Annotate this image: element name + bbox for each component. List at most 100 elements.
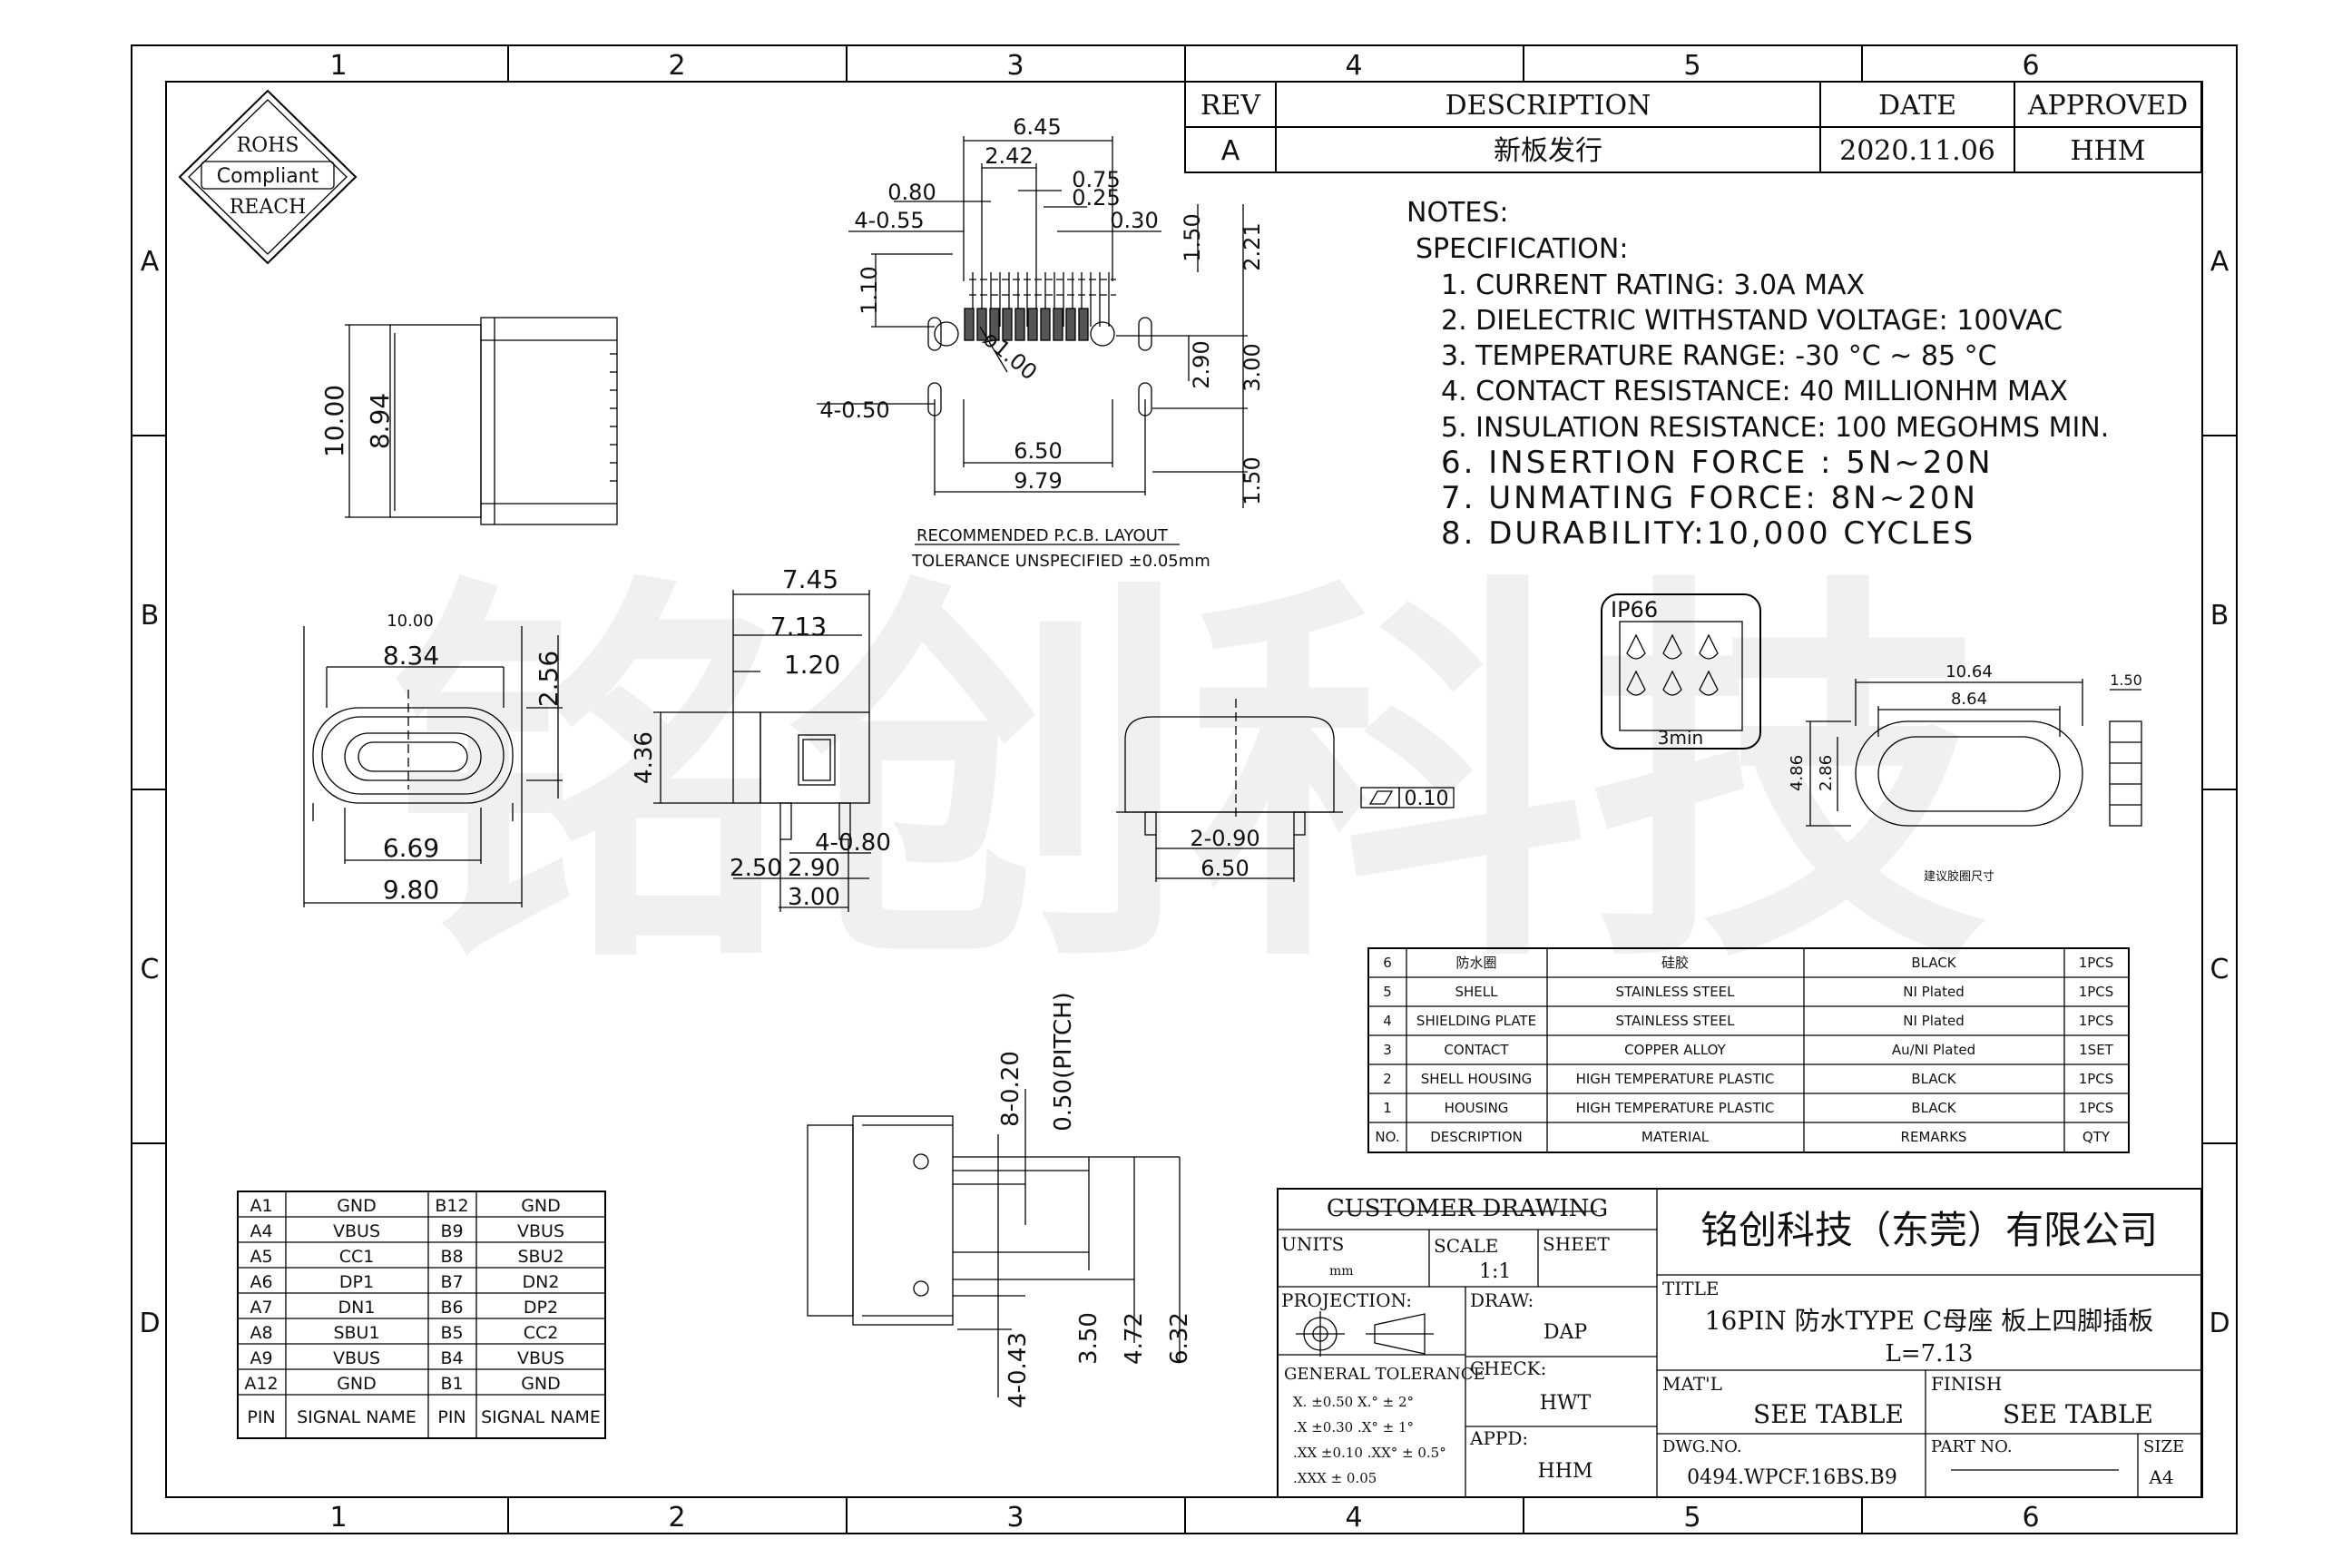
- dim-2-42: 2.42: [985, 143, 1033, 169]
- bom-r3c2: COPPER ALLOY: [1624, 1042, 1726, 1058]
- date-header: DATE: [1878, 90, 1956, 122]
- dim-front-6-69: 6.69: [383, 833, 439, 863]
- pcb-caption-2: TOLERANCE UNSPECIFIED ±0.05mm: [911, 552, 1210, 571]
- col-label-1b: 1: [329, 1502, 347, 1534]
- pin-r3c3: DN2: [523, 1272, 560, 1292]
- bom-r3c4: 1SET: [2079, 1042, 2114, 1058]
- dim-3-00: 3.00: [788, 884, 840, 911]
- dim-10-64: 10.64: [1945, 662, 1993, 681]
- badge-rohs: ROHS: [237, 134, 299, 157]
- company-name: 铭创科技（东莞）有限公司: [1700, 1208, 2158, 1252]
- dim-6-32: 6.32: [1166, 1312, 1193, 1365]
- general-tolerance-label: GENERAL TOLERANCE: [1284, 1365, 1485, 1384]
- dim-7-45: 7.45: [782, 564, 838, 594]
- pin-r7c0: A12: [244, 1374, 278, 1394]
- col-label-5: 5: [1683, 50, 1700, 82]
- pin-r5c0: A8: [250, 1323, 272, 1343]
- draw-value: DAP: [1544, 1321, 1588, 1344]
- dim-3-00: 3.00: [1240, 343, 1265, 391]
- zone-dividers: [132, 45, 2237, 1534]
- dim-7-13: 7.13: [770, 612, 827, 642]
- row-label-c: C: [141, 954, 160, 985]
- size-label: SIZE: [2143, 1437, 2184, 1456]
- dim-2-90: 2.90: [1189, 340, 1214, 388]
- pin-r2c1: CC1: [339, 1247, 375, 1267]
- bom-r0c2: 硅胶: [1661, 955, 1689, 971]
- dim-1-20: 1.20: [784, 650, 840, 680]
- tol-line-1: X. ±0.50 X.° ± 2°: [1293, 1394, 1414, 1410]
- pin-r1c2: B9: [440, 1221, 463, 1241]
- col-label-4: 4: [1345, 50, 1362, 82]
- bom-r1c1: SHELL: [1455, 984, 1499, 1000]
- notes: NOTES: SPECIFICATION: 1. CURRENT RATING:…: [1406, 197, 2109, 552]
- title-line-2: L=7.13: [1886, 1340, 1974, 1367]
- pin-r2c0: A5: [250, 1247, 272, 1267]
- bom-r2c2: STAINLESS STEEL: [1615, 1013, 1735, 1029]
- pin-r6c3: VBUS: [517, 1348, 564, 1368]
- revision-table: REV DESCRIPTION DATE APPROVED A 新板发行 202…: [1184, 81, 2202, 173]
- top-view: 8-0.20 0.50(PITCH) 4-0.43 3.50 4.72 6.32: [807, 992, 1193, 1408]
- badge-compliant: Compliant: [217, 165, 319, 188]
- pin-r4c3: DP2: [524, 1298, 558, 1318]
- dim-6-45: 6.45: [1013, 114, 1061, 140]
- bom-r4c4: 1PCS: [2079, 1071, 2114, 1087]
- bom-r4c1: SHELL HOUSING: [1421, 1071, 1533, 1087]
- bom-r2c1: SHIELDING PLATE: [1416, 1013, 1536, 1029]
- bom-r6c3: REMARKS: [1901, 1129, 1967, 1145]
- bom-r6c2: MATERIAL: [1642, 1129, 1710, 1145]
- pin-r8c2: PIN: [437, 1407, 466, 1427]
- scale-value: 1:1: [1479, 1260, 1511, 1283]
- seal-note: 建议胶圈尺寸: [1924, 869, 1994, 884]
- notes-title: NOTES:: [1406, 197, 1509, 229]
- approved-value: HHM: [2070, 135, 2145, 167]
- bom-r6c4: QTY: [2082, 1129, 2111, 1145]
- dim-2-21: 2.21: [1240, 222, 1265, 270]
- pin-r6c1: VBUS: [333, 1348, 380, 1368]
- col-label-6b: 6: [2022, 1502, 2039, 1534]
- pin-r3c0: A6: [250, 1272, 272, 1292]
- dim-4-0-55: 4-0.55: [854, 208, 924, 233]
- col-label-5b: 5: [1683, 1502, 1700, 1534]
- title-block: CUSTOMER DRAWING UNITS mm SCALE 1:1 SHEE…: [1277, 1188, 2202, 1498]
- note-5: 5. INSULATION RESISTANCE: 100 MEGOHMS MI…: [1441, 412, 2109, 444]
- appd-label: APPD:: [1469, 1427, 1528, 1449]
- matl-value: SEE TABLE: [1753, 1399, 1904, 1429]
- col-label-6: 6: [2022, 50, 2039, 82]
- dim-1-50-bottom: 1.50: [1240, 456, 1265, 505]
- units-value: mm: [1329, 1264, 1354, 1279]
- pin-r1c0: A4: [250, 1221, 272, 1241]
- pin-r3c1: DP1: [339, 1272, 374, 1292]
- dim-4-0-50: 4-0.50: [819, 397, 889, 423]
- customer-drawing-label: CUSTOMER DRAWING: [1327, 1195, 1608, 1222]
- col-label-2b: 2: [668, 1502, 685, 1534]
- bom-r6c1: DESCRIPTION: [1430, 1129, 1523, 1145]
- col-label-4b: 4: [1345, 1502, 1362, 1534]
- bom-r5c1: HOUSING: [1445, 1100, 1509, 1116]
- dim-3-50: 3.50: [1075, 1312, 1102, 1365]
- bom-r2c3: NI Plated: [1903, 1013, 1964, 1029]
- pin-r6c2: B4: [440, 1348, 463, 1368]
- pin-r1c3: VBUS: [517, 1221, 564, 1241]
- dim-4-0-80: 4-0.80: [815, 829, 891, 857]
- zone-labels: 1 2 3 4 5 6 1 2 3 4 5 6 A B C D A B C D: [139, 50, 2230, 1534]
- dim-0-25: 0.25: [1072, 185, 1120, 211]
- units-label: UNITS: [1281, 1233, 1344, 1255]
- dim-1-50-top: 1.50: [1180, 213, 1205, 261]
- pin-r0c2: B12: [435, 1196, 468, 1216]
- note-1: 1. CURRENT RATING: 3.0A MAX: [1441, 270, 1865, 301]
- title-line-1: 16PIN 防水TYPE C母座 板上四脚插板: [1705, 1306, 2154, 1336]
- back-view: 2-0.90 6.50 0.10: [1116, 699, 1455, 882]
- pin-r2c2: B8: [440, 1247, 463, 1267]
- tol-line-2: .X ±0.30 .X° ± 1°: [1293, 1419, 1414, 1436]
- dim-2-50: 2.50: [730, 855, 782, 882]
- pin-r5c3: CC2: [524, 1323, 559, 1343]
- row-label-a-r: A: [2210, 246, 2230, 278]
- dim-9-79: 9.79: [1014, 468, 1062, 494]
- bom-r0c0: 6: [1383, 955, 1392, 971]
- dim-front-8-34: 8.34: [383, 641, 439, 671]
- matl-label: MAT'L: [1662, 1373, 1722, 1395]
- draw-label: DRAW:: [1470, 1289, 1534, 1311]
- dim-8-64: 8.64: [1951, 690, 1987, 709]
- pin-r3c2: B7: [440, 1272, 463, 1292]
